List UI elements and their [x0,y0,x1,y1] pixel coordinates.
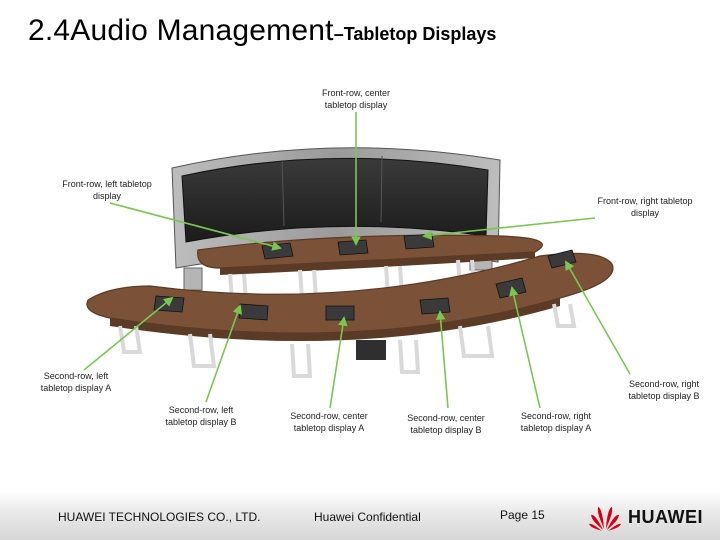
arrow-second-right-a [509,286,541,409]
callout-arrows [83,112,631,409]
footer-confidential: Huawei Confidential [314,510,421,524]
label-second-left-b: Second-row, left tabletop display B [165,405,237,427]
arrow-second-right-b [565,260,631,375]
label-second-right-b: Second-row, right tabletop display B [628,379,700,401]
footer-page-number: Page 15 [500,508,545,522]
second-row-desk [86,249,614,378]
footer-company: HUAWEI TECHNOLOGIES CO., LTD. [58,510,261,524]
huawei-logo: HUAWEI [588,501,708,533]
huawei-logo-text: HUAWEI [628,507,703,527]
label-second-center-a: Second-row, center tabletop display A [290,411,368,433]
label-second-right-a: Second-row, right tabletop display A [520,411,592,433]
arrow-front-left [109,202,282,251]
arrow-second-left-b [205,304,242,403]
conference-table-illustration [83,112,631,409]
slide-title: 2.4Audio Management–Tabletop Displays [28,14,496,48]
arrow-front-right [422,217,596,240]
label-second-left-a: Second-row, left tabletop display A [40,371,112,393]
label-front-center: Front-row, center tabletop display [321,88,391,110]
label-front-right: Front-row, right tabletop display [597,196,693,218]
slide-title-sub: –Tabletop Displays [333,24,497,44]
arrow-second-center-b [435,310,449,409]
arrow-second-center-a [329,316,348,409]
huawei-flower-icon [589,507,621,531]
label-front-left: Front-row, left tabletop display [62,179,152,201]
slide-footer: HUAWEI TECHNOLOGIES CO., LTD. Huawei Con… [0,491,720,540]
label-second-center-b: Second-row, center tabletop display B [407,413,485,435]
arrow-second-left-a [83,296,174,371]
slide-title-main: 2.4Audio Management [28,14,334,47]
